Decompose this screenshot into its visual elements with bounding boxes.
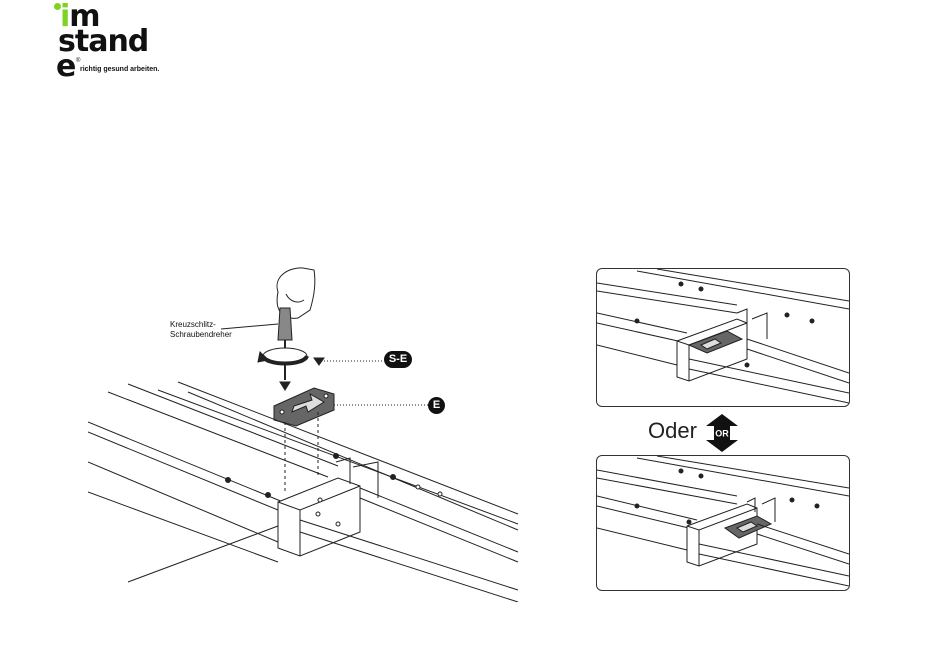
part-badge-se: S-E: [384, 351, 412, 368]
option-panel-bottom: [596, 455, 850, 591]
oder-label: Oder: [648, 418, 697, 444]
screwdriver-label: Kreuzschlitz- Schraubendreher: [170, 320, 232, 340]
assembly-diagram: Kreuzschlitz- Schraubendreher S-E E: [88, 262, 533, 602]
option-panel-top: [596, 268, 850, 407]
or-badge-text: OR: [715, 429, 729, 439]
logo-tagline: richtig gesund arbeiten.: [80, 66, 159, 73]
logo-line-3: e: [56, 52, 76, 82]
part-badge-e: E: [428, 397, 445, 414]
assembly-drawing: [88, 262, 533, 602]
registered-mark: ®: [76, 58, 80, 64]
brand-logo: im stand e ® richtig gesund arbeiten.: [52, 0, 202, 85]
option-bottom-drawing: [597, 456, 849, 590]
option-top-drawing: [597, 269, 849, 406]
double-arrow-icon: OR: [706, 414, 738, 452]
